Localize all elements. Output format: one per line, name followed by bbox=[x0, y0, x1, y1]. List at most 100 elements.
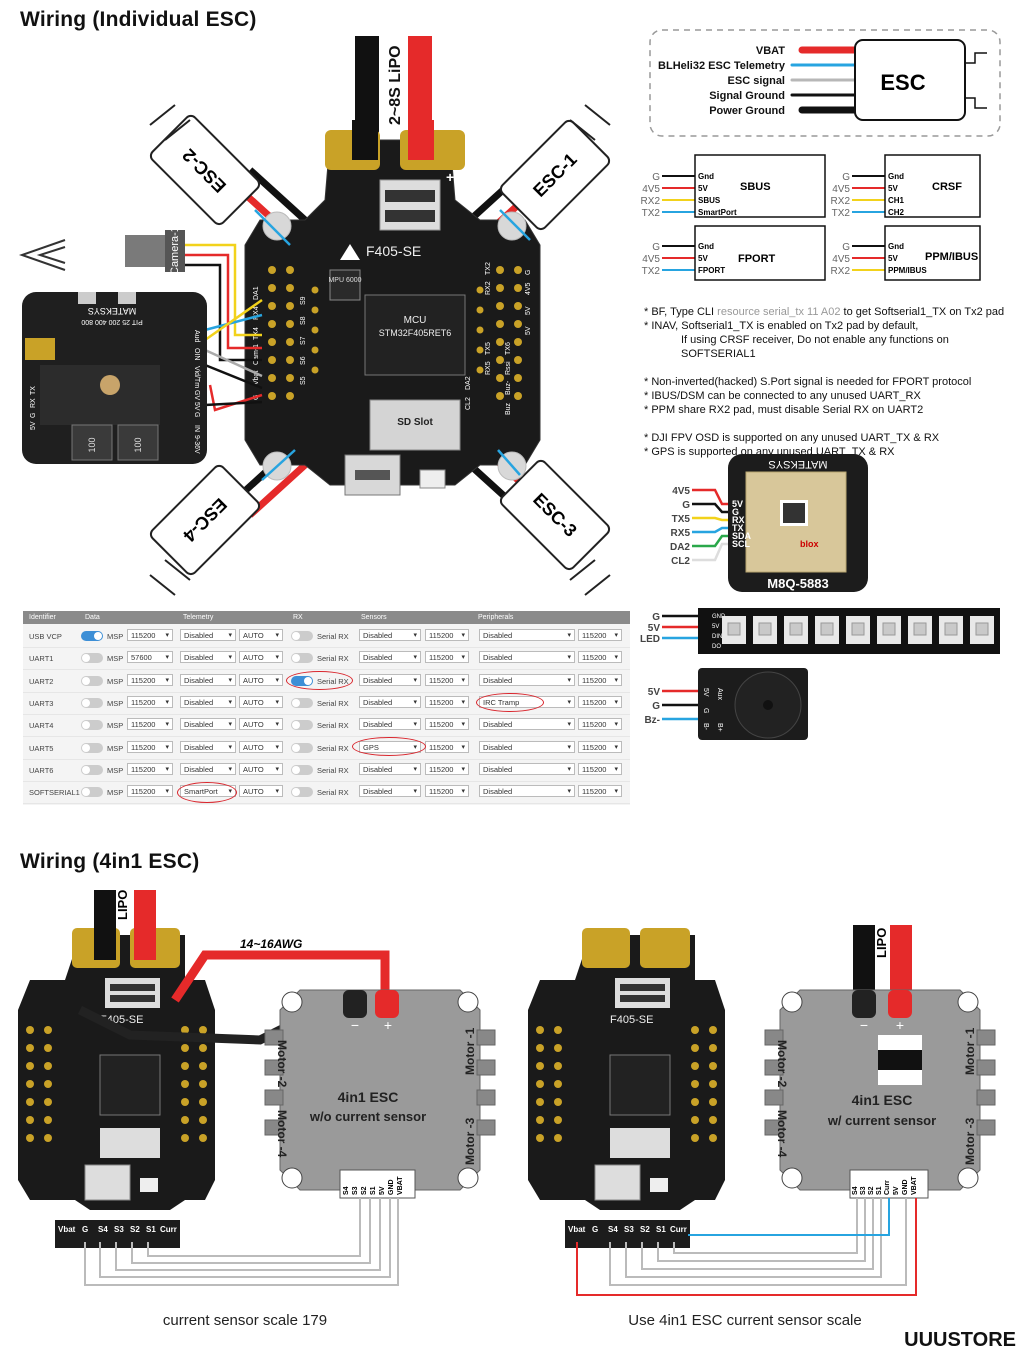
note-4: * Non-inverted(hacked) S.Port signal is … bbox=[644, 376, 972, 388]
sensor-baud-select[interactable]: 115200 bbox=[425, 651, 469, 664]
svg-text:G: G bbox=[702, 708, 709, 713]
peripheral-baud-select[interactable]: 115200 bbox=[578, 785, 622, 798]
serialrx-label: Serial RX bbox=[317, 788, 349, 798]
serialrx-toggle[interactable] bbox=[291, 631, 313, 641]
sensor-baud-select[interactable]: 115200 bbox=[425, 629, 469, 642]
ports-row-usb-vcp: USB VCPMSP115200DisabledAUTOSerial RXDis… bbox=[23, 625, 630, 648]
left-caption: current sensor scale 179 bbox=[163, 1312, 327, 1329]
msp-toggle[interactable] bbox=[81, 742, 103, 753]
peripheral-select[interactable]: Disabled bbox=[479, 673, 575, 687]
svg-text:Buz: Buz bbox=[505, 402, 512, 415]
uart5-gps-highlight bbox=[352, 737, 426, 756]
telemetry-baud-select[interactable]: AUTO bbox=[239, 762, 283, 776]
peripheral-baud-select[interactable]: 115200 bbox=[578, 718, 622, 731]
svg-text:PPM/IBUS: PPM/IBUS bbox=[888, 266, 927, 275]
mpu-label: MPU 6000 bbox=[328, 277, 361, 284]
battery-label: 2~8S LiPO bbox=[387, 45, 404, 125]
peripheral-select[interactable]: Disabled bbox=[479, 740, 575, 754]
sensor-select[interactable]: Disabled bbox=[359, 785, 421, 798]
telemetry-baud-select[interactable]: AUTO bbox=[239, 740, 283, 754]
telemetry-baud-select[interactable]: AUTO bbox=[239, 651, 283, 664]
msp-baud-select[interactable]: 115200 bbox=[127, 718, 173, 731]
peripheral-select[interactable]: Disabled bbox=[479, 718, 575, 731]
telemetry-baud-select[interactable]: AUTO bbox=[239, 718, 283, 731]
serialrx-toggle[interactable] bbox=[291, 720, 313, 731]
telemetry-baud-select[interactable]: AUTO bbox=[239, 673, 283, 687]
svg-text:Motor -4: Motor -4 bbox=[275, 1110, 289, 1158]
telemetry-baud-select[interactable]: AUTO bbox=[239, 785, 283, 798]
sensor-baud-select[interactable]: 115200 bbox=[425, 785, 469, 798]
svg-text:G: G bbox=[30, 413, 37, 418]
telemetry-baud-select[interactable]: AUTO bbox=[239, 629, 283, 642]
telemetry-select[interactable]: Disabled bbox=[180, 673, 236, 687]
svg-text:Motor -3: Motor -3 bbox=[963, 1117, 977, 1165]
peripheral-baud-select[interactable]: 115200 bbox=[578, 673, 622, 687]
msp-baud-select[interactable]: 115200 bbox=[127, 785, 173, 798]
msp-baud-select[interactable]: 115200 bbox=[127, 740, 173, 754]
msp-label: MSP bbox=[107, 654, 124, 664]
sensor-select[interactable]: Disabled bbox=[359, 762, 421, 776]
serialrx-toggle[interactable] bbox=[291, 787, 313, 798]
sensor-select[interactable]: Disabled bbox=[359, 718, 421, 731]
peripheral-baud-select[interactable]: 115200 bbox=[578, 762, 622, 776]
serialrx-toggle[interactable] bbox=[291, 697, 313, 708]
msp-baud-select[interactable]: 115200 bbox=[127, 762, 173, 776]
fc-board-name: F405-SE bbox=[366, 243, 421, 259]
svg-text:GV: GV bbox=[193, 390, 200, 400]
svg-text:RX5: RX5 bbox=[485, 361, 492, 375]
sensor-baud-select[interactable]: 115200 bbox=[425, 695, 469, 709]
telemetry-select[interactable]: Disabled bbox=[180, 762, 236, 776]
msp-baud-select[interactable]: 115200 bbox=[127, 695, 173, 709]
msp-baud-select[interactable]: 115200 bbox=[127, 673, 173, 687]
sensor-select[interactable]: Disabled bbox=[359, 651, 421, 664]
msp-toggle[interactable] bbox=[81, 675, 103, 686]
sensor-baud-select[interactable]: 115200 bbox=[425, 740, 469, 754]
svg-text:VBAT: VBAT bbox=[397, 1176, 404, 1195]
telemetry-select[interactable]: Disabled bbox=[180, 718, 236, 731]
sensor-select[interactable]: Disabled bbox=[359, 629, 421, 642]
svg-text:TX: TX bbox=[30, 386, 37, 395]
port-identifier: UART6 bbox=[29, 765, 54, 775]
led-chip bbox=[882, 622, 896, 636]
store-watermark: UUUSTORE bbox=[904, 1329, 1016, 1351]
telemetry-select[interactable]: Disabled bbox=[180, 629, 236, 642]
serialrx-toggle[interactable] bbox=[291, 764, 313, 775]
msp-toggle[interactable] bbox=[81, 764, 103, 775]
msp-toggle[interactable] bbox=[81, 787, 103, 798]
msp-toggle[interactable] bbox=[81, 653, 103, 664]
sensor-select[interactable]: Disabled bbox=[359, 695, 421, 709]
note-3: If using CRSF receiver, Do not enable an… bbox=[681, 334, 949, 360]
serialrx-toggle[interactable] bbox=[291, 742, 313, 753]
svg-text:4V5: 4V5 bbox=[525, 282, 532, 295]
svg-text:LED: LED bbox=[640, 634, 660, 645]
msp-baud-select[interactable]: 115200 bbox=[127, 629, 173, 642]
peripheral-baud-select[interactable]: 115200 bbox=[578, 651, 622, 664]
msp-toggle[interactable] bbox=[81, 720, 103, 731]
svg-text:TX2: TX2 bbox=[485, 262, 492, 275]
telemetry-select[interactable]: Disabled bbox=[180, 740, 236, 754]
msp-toggle[interactable] bbox=[81, 631, 103, 641]
peripheral-select[interactable]: Disabled bbox=[479, 651, 575, 664]
peripheral-select[interactable]: Disabled bbox=[479, 785, 575, 798]
msp-toggle[interactable] bbox=[81, 697, 103, 708]
sensor-baud-select[interactable]: 115200 bbox=[425, 762, 469, 776]
peripheral-select[interactable]: Disabled bbox=[479, 629, 575, 642]
peripheral-baud-select[interactable]: 115200 bbox=[578, 629, 622, 642]
serialrx-toggle[interactable] bbox=[291, 653, 313, 664]
telemetry-select[interactable]: Disabled bbox=[180, 695, 236, 709]
sensor-baud-select[interactable]: 115200 bbox=[425, 718, 469, 731]
peripheral-baud-select[interactable]: 115200 bbox=[578, 695, 622, 709]
sensor-select[interactable]: Disabled bbox=[359, 673, 421, 687]
sensor-baud-select[interactable]: 115200 bbox=[425, 673, 469, 687]
svg-text:TX2: TX2 bbox=[642, 208, 661, 219]
msp-baud-select[interactable]: 57600 bbox=[127, 651, 173, 664]
svg-text:S4: S4 bbox=[98, 1225, 108, 1234]
led-chip bbox=[851, 622, 865, 636]
svg-text:DO: DO bbox=[712, 644, 721, 650]
telemetry-baud-select[interactable]: AUTO bbox=[239, 695, 283, 709]
telemetry-select[interactable]: Disabled bbox=[180, 651, 236, 664]
peripheral-baud-select[interactable]: 115200 bbox=[578, 740, 622, 754]
peripheral-select[interactable]: Disabled bbox=[479, 762, 575, 776]
camera-body bbox=[125, 235, 165, 267]
